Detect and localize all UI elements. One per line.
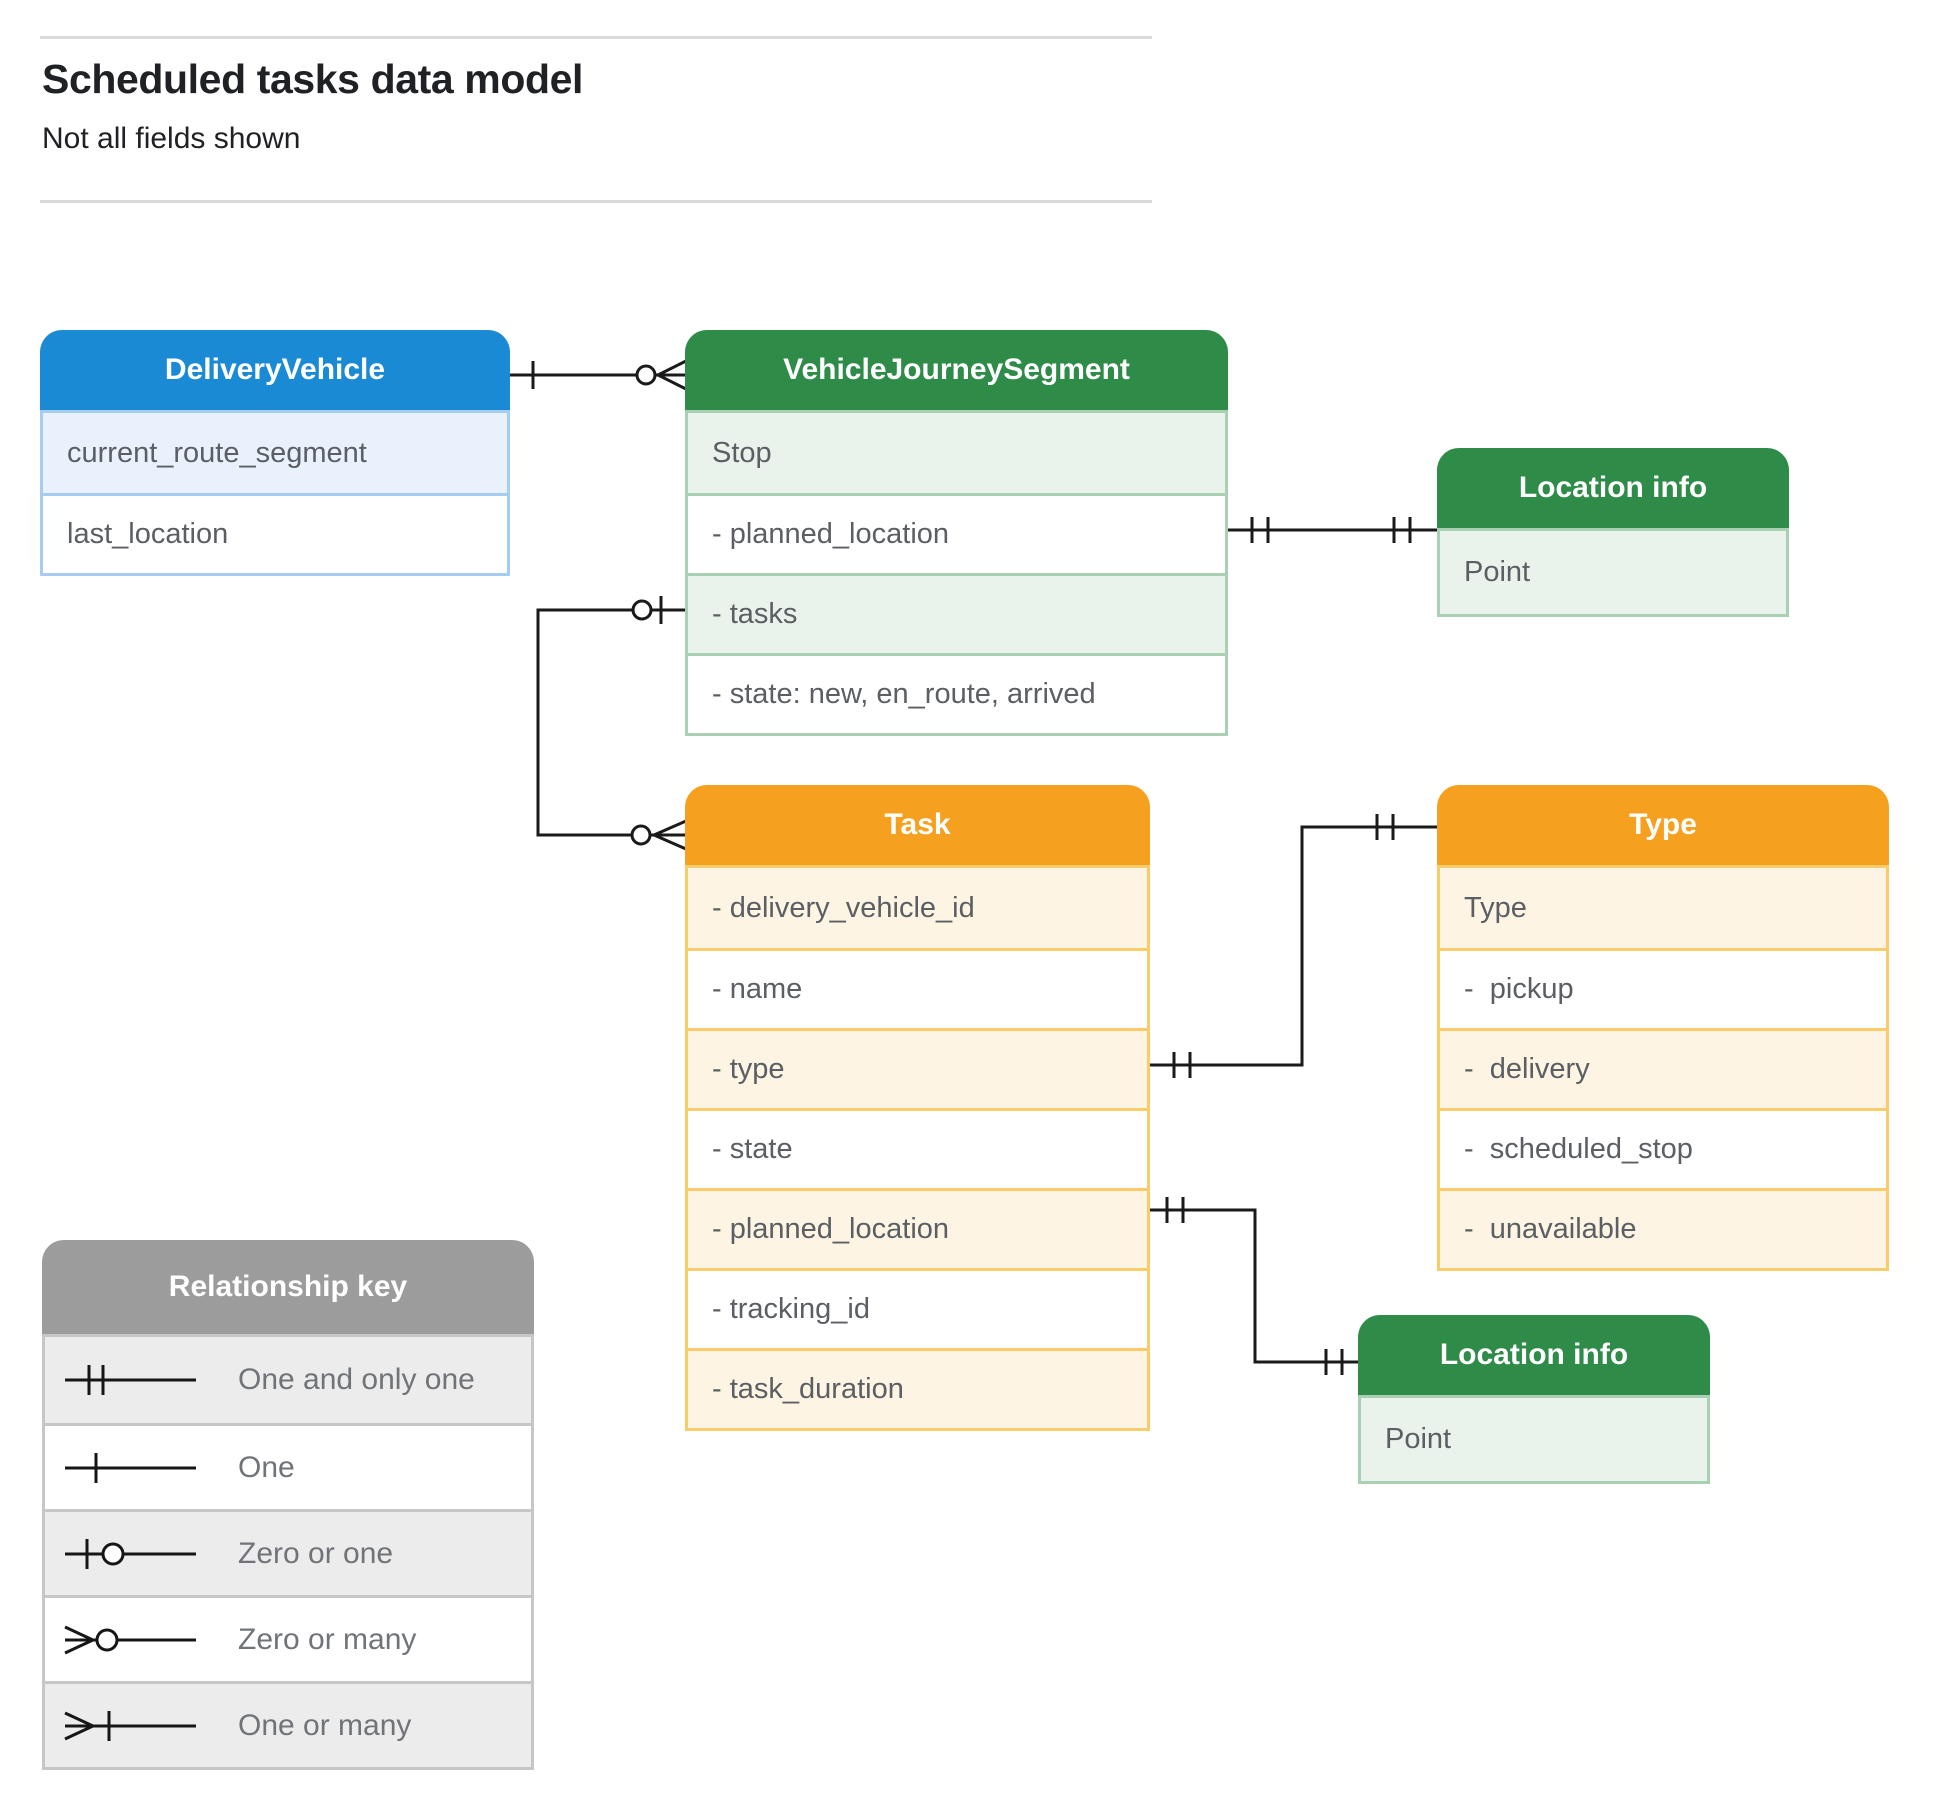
entity-row: - scheduled_stop [1440, 1108, 1886, 1188]
field-label: - state: new, en_route, arrived [712, 678, 1096, 710]
connector-task-type-to-type [1150, 814, 1437, 1078]
page-subtitle: Not all fields shown [42, 122, 301, 155]
key-row-zero-or-one: Zero or one [45, 1509, 531, 1595]
divider-top [40, 36, 1152, 39]
zero-or-one-symbol-icon [65, 1538, 196, 1569]
key-label: One [238, 1450, 295, 1484]
entity-row: - unavailable [1440, 1188, 1886, 1268]
entity-row: - planned_location [688, 493, 1225, 573]
connector-delivery-vehicle-to-vehicle-journey-segment [510, 359, 687, 391]
key-row-zero-or-many: Zero or many [45, 1595, 531, 1681]
field-label: - tasks [712, 598, 798, 630]
entity-row: - pickup [1440, 948, 1886, 1028]
entity-body: Type - pickup - delivery - scheduled_stop - … [1437, 865, 1889, 1271]
entity-body: Point [1358, 1395, 1710, 1484]
field-label: - unavailable [1464, 1213, 1637, 1245]
field-label: Point [1464, 556, 1531, 588]
field-label: - name [712, 973, 803, 1005]
entity-row: - name [688, 948, 1147, 1028]
field-label: - type [712, 1053, 785, 1085]
field-label: - state [712, 1133, 793, 1165]
entity-row: - planned_location [688, 1188, 1147, 1268]
field-label: last_location [67, 518, 229, 550]
field-label: - scheduled_stop [1464, 1133, 1693, 1165]
connector-vjs-planned-location-to-location-info [1228, 517, 1437, 543]
key-label: Zero or one [238, 1536, 394, 1570]
entity-body: Point [1437, 528, 1789, 617]
page-title: Scheduled tasks data model [42, 56, 583, 102]
entity-row: - state [688, 1108, 1147, 1188]
one-symbol-icon [65, 1452, 196, 1483]
key-label: One and only one [238, 1363, 475, 1396]
relationship-key-title: Relationship key [42, 1240, 534, 1334]
entity-row: - tasks [688, 573, 1225, 653]
entity-body: - delivery_vehicle_id - name - type - state… [685, 865, 1150, 1431]
entity-body: current_route_segment last_location [40, 410, 510, 576]
entity-row: Point [1440, 531, 1786, 614]
field-label: Point [1385, 1423, 1452, 1455]
entity-body: Stop - planned_location - tasks - state: ne… [685, 410, 1228, 736]
key-label: Zero or many [238, 1622, 417, 1656]
key-label: One or many [238, 1708, 412, 1742]
field-label: - delivery_vehicle_id [712, 891, 975, 924]
entity-title-location-info-top: Location info [1437, 448, 1789, 528]
entity-row: Stop [688, 413, 1225, 493]
field-label: Stop [712, 436, 772, 469]
field-label: Type [1464, 891, 1527, 924]
one-or-many-symbol-icon [64, 1710, 196, 1741]
entity-row: Type [1440, 868, 1886, 948]
field-label: - tracking_id [712, 1293, 870, 1325]
divider-bottom [40, 200, 1152, 203]
entity-row: - task_duration [688, 1348, 1147, 1428]
entity-task: Task - delivery_vehicle_id - name - type - s… [685, 785, 1150, 1431]
entity-row: - delivery_vehicle_id [688, 868, 1147, 948]
entity-row: - type [688, 1028, 1147, 1108]
field-label: - task_duration [712, 1373, 904, 1405]
entity-row: last_location [43, 493, 507, 573]
entity-row: Point [1361, 1398, 1707, 1481]
connector-vjs-tasks-to-task [536, 596, 687, 851]
entity-title-delivery-vehicle: DeliveryVehicle [40, 330, 510, 410]
entity-row: - delivery [1440, 1028, 1886, 1108]
zero-or-many-symbol-icon [64, 1625, 196, 1654]
field-label: - pickup [1464, 973, 1574, 1005]
entity-row: - tracking_id [688, 1268, 1147, 1348]
entity-title-location-info-bottom: Location info [1358, 1315, 1710, 1395]
key-row-one-or-many: One or many [45, 1681, 531, 1767]
entity-title-type: Type [1437, 785, 1889, 865]
field-label: - delivery [1464, 1053, 1590, 1085]
entity-row: current_route_segment [43, 413, 507, 493]
connector-task-planned-location-to-location-info [1150, 1197, 1358, 1375]
entity-title-task: Task [685, 785, 1150, 865]
field-label: - planned_location [712, 1213, 950, 1245]
key-row-one: One [45, 1423, 531, 1509]
entity-title-vehicle-journey-segment: VehicleJourneySegment [685, 330, 1228, 410]
entity-row: - state: new, en_route, arrived [688, 653, 1225, 733]
field-label: current_route_segment [67, 436, 367, 469]
field-label: - planned_location [712, 518, 950, 550]
one-and-only-one-symbol-icon [65, 1365, 196, 1395]
key-row-one-and-only-one: One and only one [45, 1337, 531, 1423]
